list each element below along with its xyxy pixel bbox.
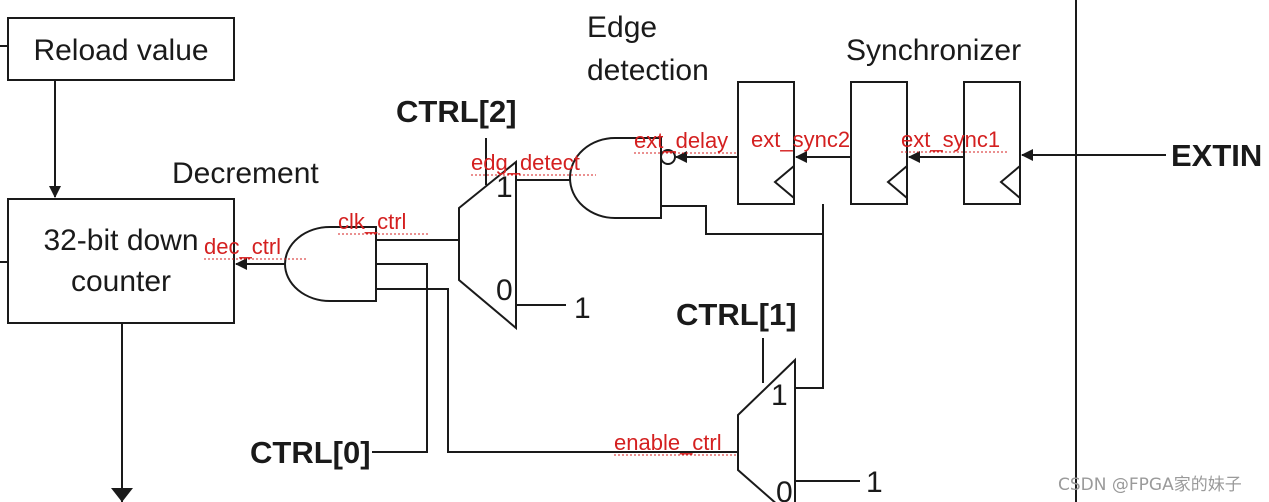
decrement-and-gate [284,226,377,302]
mux-ctrl1 [737,357,796,502]
sync-tap-wire [795,204,824,389]
ctrl1-label: CTRL[1] [676,297,797,332]
ctrl2-label: CTRL[2] [396,94,517,129]
watermark: CSDN @FPGA家的妹子 [1058,475,1242,495]
counter-output-arrowhead [111,488,133,502]
synchronizer-heading: Synchronizer [846,34,1021,67]
down-counter-block: 32-bit down counter [7,198,235,324]
edge-and-gate [569,137,662,219]
edg-detect-annotation: edg_detect [471,150,580,175]
mux-top-const: 1 [574,292,591,325]
ctrl0-wire [372,263,428,453]
flipflop-sync1 [963,81,1021,205]
mux-bot-input-0: 0 [776,476,793,502]
counter-label-line1: 32-bit down [43,224,198,257]
mux-ctrl2 [458,159,517,331]
edge-second-input-wire [661,205,823,235]
enable-ctrl-annotation: enable_ctrl [614,430,722,455]
counter-label-line2: counter [71,265,171,298]
reload-value-label: Reload value [33,34,208,67]
signal-annotations: dec_ctrl clk_ctrl edg_detect ext_delay e… [204,127,1007,456]
mux-bot-input-1: 1 [771,379,788,412]
ext-sync1-annotation: ext_sync1 [901,127,1000,152]
dec-ctrl-annotation: dec_ctrl [204,234,281,259]
ext-delay-annotation: ext_delay [634,128,728,153]
ctrl0-label: CTRL[0] [250,435,371,470]
ext-sync2-annotation: ext_sync2 [751,127,850,152]
flipflop-delay [737,81,795,205]
reload-value-block: Reload value [7,17,235,81]
decrement-heading: Decrement [172,157,319,190]
mux-top-input-0: 0 [496,274,513,307]
flipflop-sync2 [850,81,908,205]
extin-label: EXTIN [1171,138,1262,173]
clk-ctrl-annotation: clk_ctrl [338,209,406,234]
edge-heading-line1: Edge [587,11,657,44]
enable-ctrl-wire [376,288,740,453]
mux-bot-const: 1 [866,466,883,499]
edge-heading-line2: detection [587,54,709,87]
mux-top-input-1: 1 [496,171,513,204]
